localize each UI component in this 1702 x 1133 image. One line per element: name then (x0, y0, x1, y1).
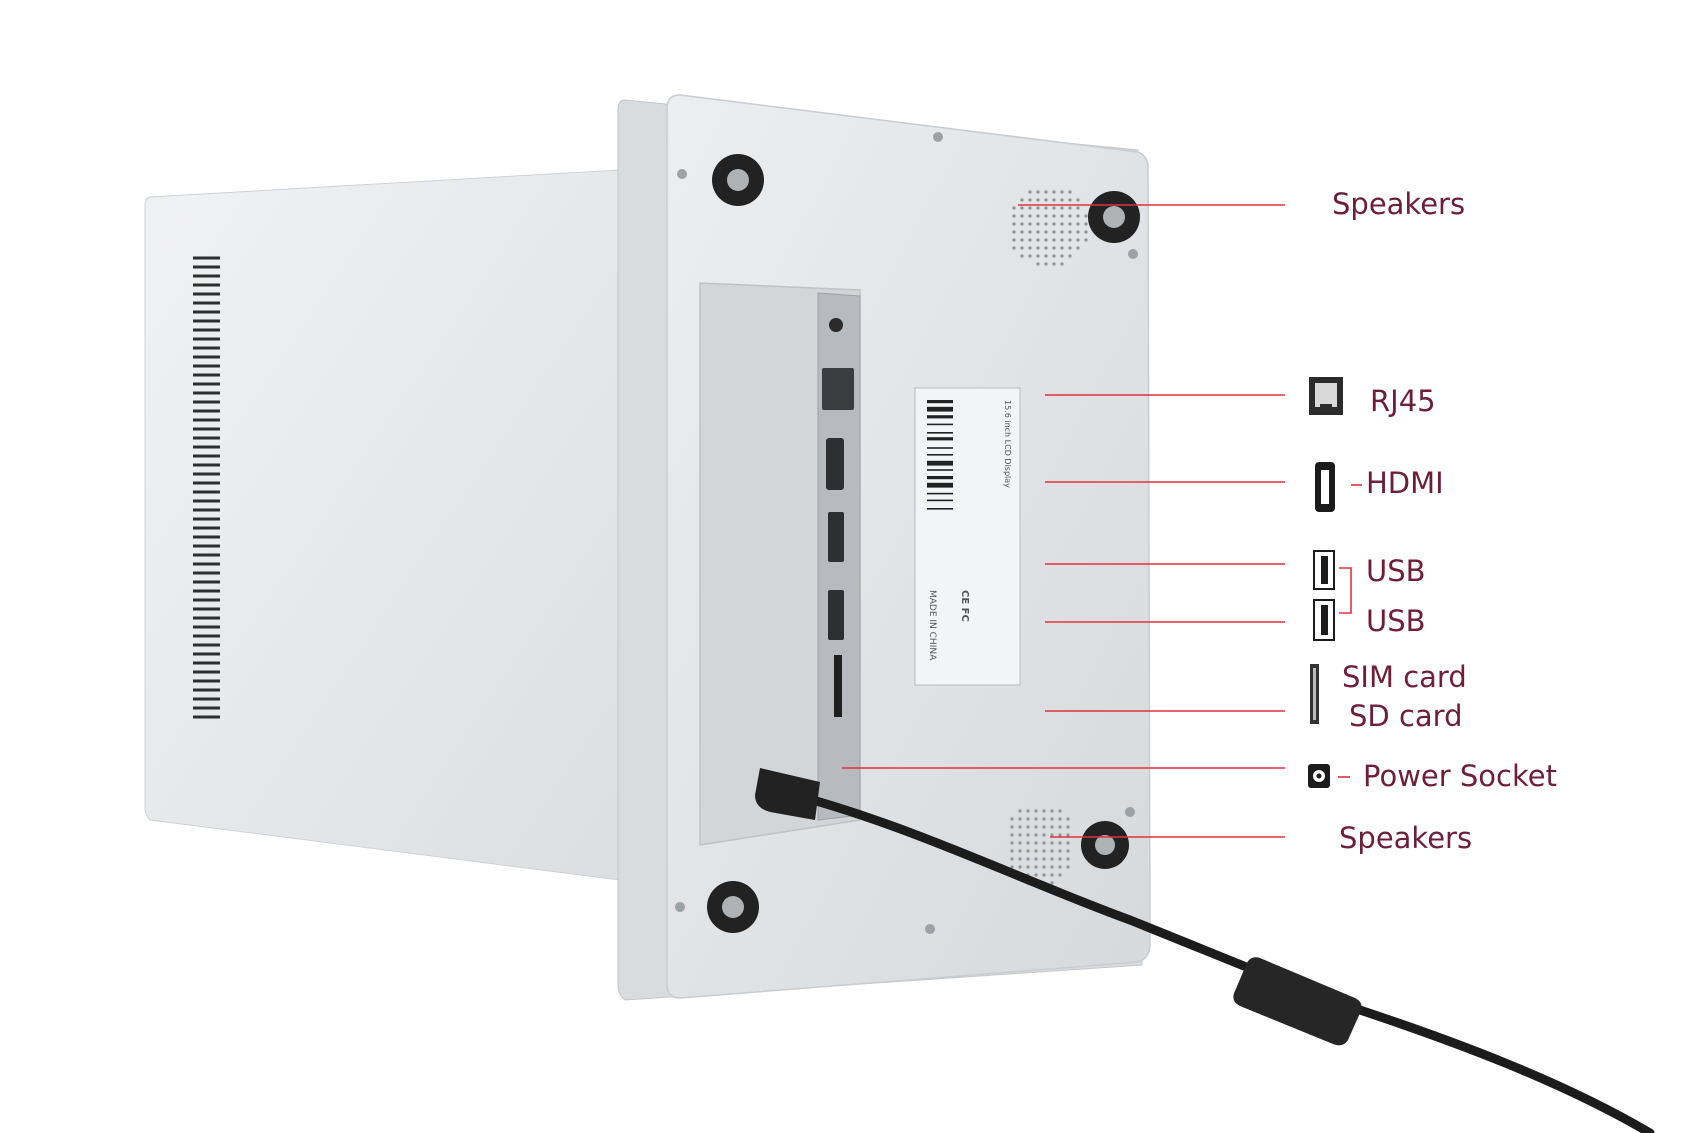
card-slot (834, 655, 842, 717)
callout-usb-2: USB (1366, 604, 1426, 638)
usb-port-2 (828, 590, 844, 640)
edge-screw (933, 132, 943, 142)
callout-speakers-bottom: Speakers (1339, 821, 1473, 855)
audio-jack-icon (829, 318, 843, 332)
mount-screw-bottom-left (707, 881, 759, 933)
label-made-in: MADE IN CHINA (927, 590, 937, 661)
callout-usb-1: USB (1366, 554, 1426, 588)
edge-screw (1128, 249, 1138, 259)
hdmi-port (826, 438, 844, 490)
label-marks: CE FC (959, 590, 970, 622)
power-socket-icon (1308, 764, 1330, 788)
mount-screw-bottom-right (1081, 821, 1129, 869)
callout-hdmi: HDMI (1366, 466, 1444, 500)
vent-grille (193, 256, 220, 719)
usb-port-1 (828, 512, 844, 562)
usb-bracket (1339, 567, 1352, 614)
usb-port-icon (1313, 550, 1335, 590)
hdmi-port-icon (1315, 462, 1335, 512)
mount-screw-top-left (712, 154, 764, 206)
leader-lines (842, 204, 1362, 838)
mount-screw-top-right (1088, 191, 1140, 243)
callout-sim-card: SIM card (1342, 660, 1467, 694)
label-title: 15.6 inch LCD Display (1003, 400, 1012, 488)
power-plug (755, 768, 820, 820)
ferrite-bead (1233, 957, 1362, 1046)
callout-speakers-top: Speakers (1332, 187, 1466, 221)
rj45-port-icon (1309, 377, 1343, 415)
edge-screw (1125, 807, 1135, 817)
rj45-port (822, 368, 854, 410)
callout-rj45: RJ45 (1370, 384, 1436, 418)
device-side-panel (144, 169, 621, 881)
callout-power-socket: Power Socket (1363, 759, 1557, 793)
edge-screw (925, 924, 935, 934)
edge-screw (677, 169, 687, 179)
callout-sd-card: SD card (1349, 699, 1463, 733)
speaker-grille-top (1012, 190, 1088, 266)
usb-port-icon (1313, 599, 1335, 641)
edge-screw (675, 902, 685, 912)
card-slot-icon (1310, 664, 1319, 724)
barcode (927, 400, 953, 510)
